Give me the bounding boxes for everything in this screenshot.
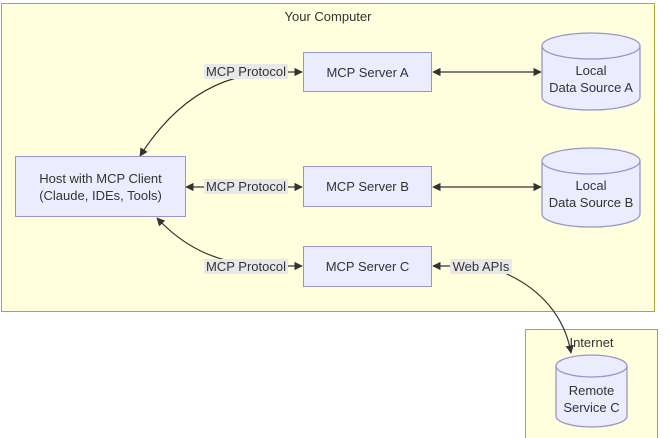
local-data-source-a-line1: Local (575, 63, 607, 78)
mcp-server-c-label: MCP Server C (325, 259, 410, 274)
local-data-source-b-line1: Local (575, 178, 607, 193)
your-computer-group-label: Your Computer (284, 9, 372, 24)
local-data-source-a-label: Local Data Source A (542, 62, 640, 96)
host-label-line2: (Claude, IDEs, Tools) (39, 187, 162, 203)
edge-label-mcp-protocol-c: MCP Protocol (204, 259, 288, 274)
remote-service-c-cylinder (555, 354, 628, 428)
remote-service-c-line2: Service C (563, 400, 620, 415)
edge-label-mcp-protocol-a: MCP Protocol (204, 64, 288, 79)
edge-label-web-apis: Web APIs (450, 259, 512, 274)
mcp-server-c-node: MCP Server C (303, 246, 432, 287)
host-label-line1: Host with MCP Client (39, 170, 162, 186)
edge-label-mcp-protocol-b: MCP Protocol (204, 179, 288, 194)
local-data-source-a-line2: Data Source A (549, 80, 633, 95)
mcp-server-b-label: MCP Server B (326, 179, 409, 194)
mcp-server-b-node: MCP Server B (303, 166, 432, 207)
local-data-source-b-cylinder (541, 147, 641, 228)
remote-service-c-line1: Remote (568, 383, 615, 398)
mcp-server-a-node: MCP Server A (303, 52, 432, 92)
mcp-server-a-label: MCP Server A (326, 64, 409, 80)
internet-group-label: Internet (569, 335, 614, 350)
edge-webapis-remote-service (499, 270, 574, 354)
edge-host-server-a (139, 67, 303, 157)
local-data-source-b-line2: Data Source B (548, 195, 634, 210)
remote-service-c-label: Remote Service C (552, 382, 631, 416)
host-node: Host with MCP Client (Claude, IDEs, Tool… (15, 156, 186, 217)
local-data-source-b-label: Local Data Source B (542, 177, 640, 211)
local-data-source-a-cylinder (541, 32, 641, 111)
